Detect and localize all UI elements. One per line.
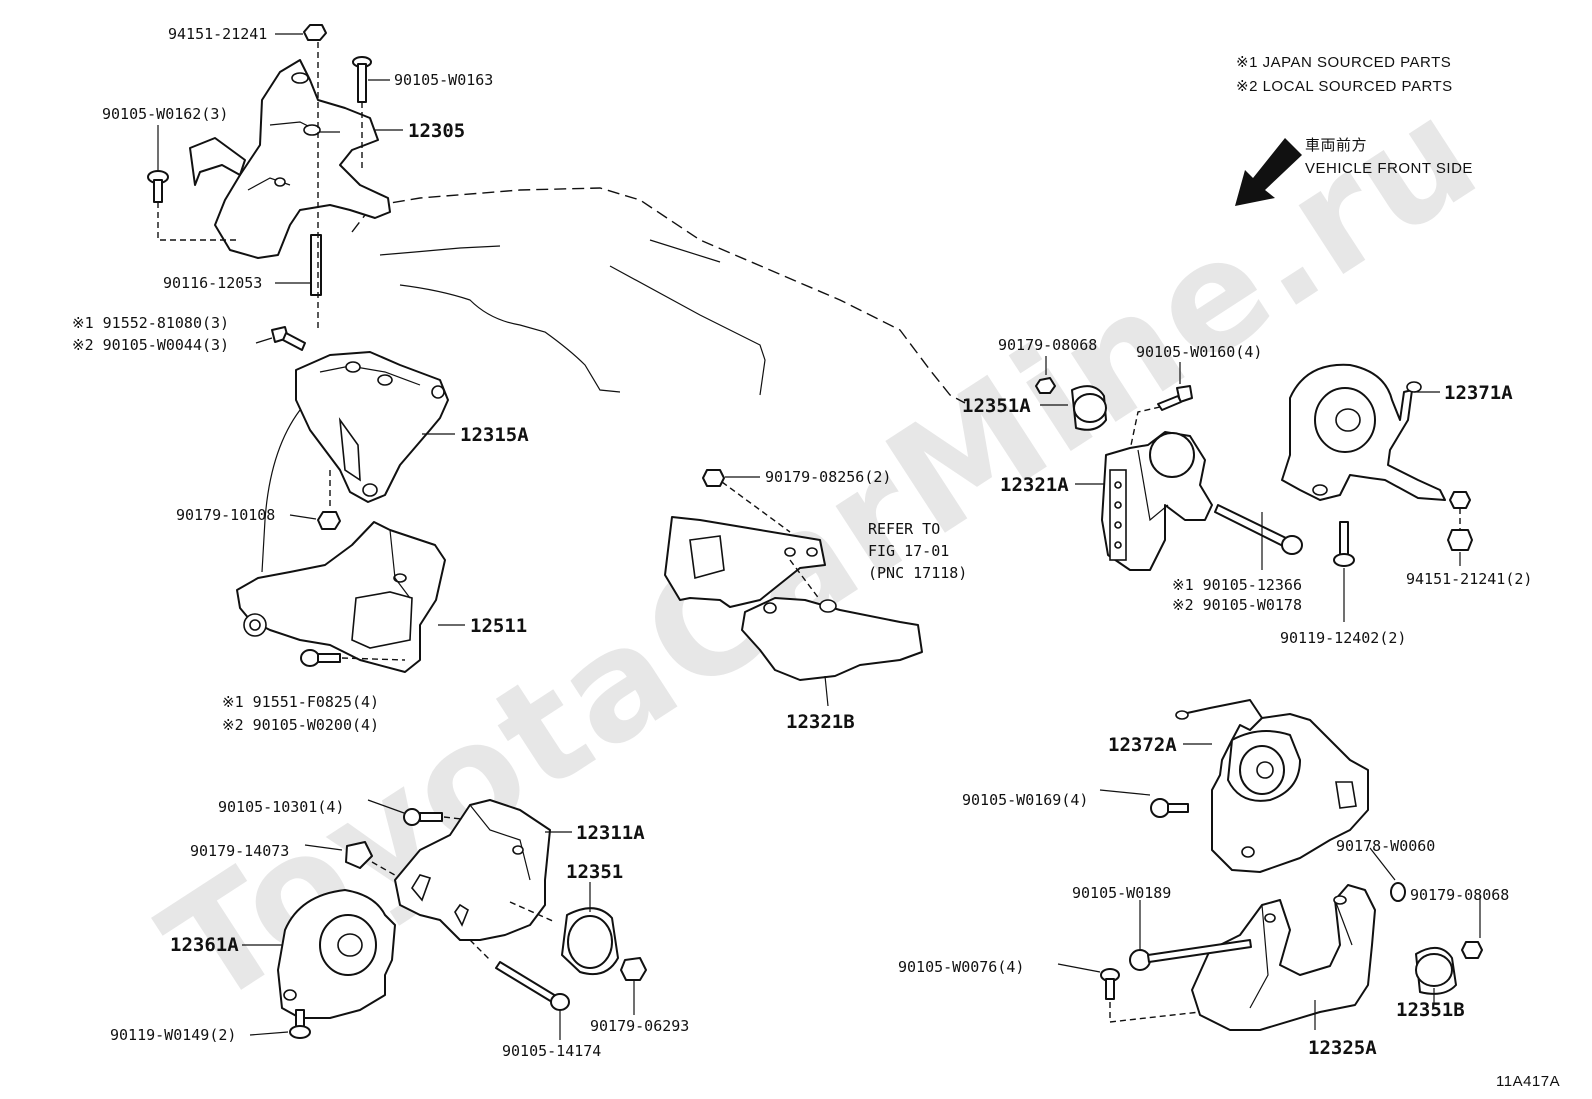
front-label-en: VEHICLE FRONT SIDE bbox=[1305, 160, 1473, 177]
bushing-12351a bbox=[1071, 385, 1107, 431]
bolt-90105-12366 bbox=[1214, 504, 1303, 555]
bracket-12311a bbox=[394, 799, 551, 941]
legend: ※1 JAPAN SOURCED PARTS ※2 LOCAL SOURCED … bbox=[1236, 54, 1473, 177]
label-90119-w0149: 90119-W0149(2) bbox=[110, 1026, 236, 1044]
label-90105-w0169: 90105-W0169(4) bbox=[962, 791, 1088, 809]
nut-94151-right bbox=[1447, 491, 1473, 551]
stud-90119-12402 bbox=[1333, 521, 1355, 567]
leader-lines bbox=[157, 33, 1481, 1040]
nut-90179-10108 bbox=[317, 511, 341, 530]
label-90119-12402: 90119-12402(2) bbox=[1280, 629, 1406, 647]
bracket-12315a bbox=[295, 351, 449, 503]
label-90105-w0044: ※2 90105-W0044(3) bbox=[72, 336, 229, 354]
legend-japan: ※1 JAPAN SOURCED PARTS bbox=[1236, 54, 1451, 71]
label-90105-w0160: 90105-W0160(4) bbox=[1136, 343, 1262, 361]
label-12372a: 12372A bbox=[1108, 734, 1177, 756]
label-90105-w0189: 90105-W0189 bbox=[1072, 884, 1171, 902]
bracket-12511 bbox=[236, 521, 446, 673]
label-90178-w0060: 90178-W0060 bbox=[1336, 837, 1435, 855]
stud-90116-12053 bbox=[310, 234, 322, 296]
label-90116-12053: 90116-12053 bbox=[163, 274, 262, 292]
figure-id: 11A417A bbox=[1496, 1073, 1560, 1090]
bracket-12321b bbox=[664, 516, 923, 681]
label-12321b: 12321B bbox=[786, 711, 855, 733]
label-90105-12366: ※1 90105-12366 bbox=[1172, 576, 1302, 594]
bushing-12351 bbox=[561, 907, 619, 976]
bolt-90105-w0162 bbox=[147, 170, 169, 203]
label-90105-w0200: ※2 90105-W0200(4) bbox=[222, 716, 379, 734]
label-90105-14174: 90105-14174 bbox=[502, 1042, 601, 1060]
refer-line3: (PNC 17118) bbox=[868, 564, 967, 582]
nut-90179-08068-top bbox=[1035, 377, 1056, 394]
label-12305: 12305 bbox=[408, 120, 465, 142]
bracket-12321a bbox=[1101, 431, 1213, 571]
bolt-91551 bbox=[300, 649, 341, 667]
mount-12361a bbox=[277, 889, 396, 1019]
label-12311a: 12311A bbox=[576, 822, 645, 844]
refer-line2: FIG 17-01 bbox=[868, 542, 949, 560]
label-12321a: 12321A bbox=[1000, 474, 1069, 496]
nut-94151-top bbox=[303, 24, 327, 41]
label-90179-08068-top: 90179-08068 bbox=[998, 336, 1097, 354]
bracket-12325a bbox=[1191, 884, 1376, 1031]
label-90179-10108: 90179-10108 bbox=[176, 506, 275, 524]
label-12351: 12351 bbox=[566, 861, 623, 883]
nut-90178-w0060 bbox=[1390, 882, 1406, 902]
bolt-90105-10301 bbox=[403, 808, 443, 826]
mount-12372a bbox=[1175, 699, 1369, 873]
label-94151-top: 94151-21241 bbox=[168, 25, 267, 43]
bolt-90105-w0160 bbox=[1157, 385, 1193, 411]
label-12511: 12511 bbox=[470, 615, 527, 637]
label-94151-right: 94151-21241(2) bbox=[1406, 570, 1532, 588]
nut-90179-08068-bot bbox=[1461, 941, 1483, 959]
label-12315a: 12315A bbox=[460, 424, 529, 446]
mount-12371a bbox=[1281, 363, 1446, 501]
bracket-12305 bbox=[189, 59, 391, 259]
vehicle-front-arrow-icon bbox=[1235, 138, 1302, 206]
legend-local: ※2 LOCAL SOURCED PARTS bbox=[1236, 78, 1453, 95]
part-labels: 94151-21241 90105-W0163 90105-W0162(3) 1… bbox=[72, 25, 1532, 1060]
bolt-90105-w0076 bbox=[1100, 968, 1120, 1000]
label-90105-w0076: 90105-W0076(4) bbox=[898, 958, 1024, 976]
refer-line1: REFER TO bbox=[868, 520, 940, 538]
engine-outline bbox=[351, 187, 966, 404]
label-91551: ※1 91551-F0825(4) bbox=[222, 693, 379, 711]
label-90179-14073: 90179-14073 bbox=[190, 842, 289, 860]
bolt-91552 bbox=[271, 326, 306, 351]
label-91552: ※1 91552-81080(3) bbox=[72, 314, 229, 332]
label-90105-w0162: 90105-W0162(3) bbox=[102, 105, 228, 123]
bolt-90105-w0169 bbox=[1150, 798, 1189, 818]
label-12351b: 12351B bbox=[1396, 999, 1465, 1021]
stud-90119-w0149 bbox=[289, 1009, 311, 1039]
label-90179-08068-bot: 90179-08068 bbox=[1410, 886, 1509, 904]
nut-90179-06293 bbox=[620, 957, 647, 981]
nut-90179-08256 bbox=[702, 469, 725, 487]
label-12325a: 12325A bbox=[1308, 1037, 1377, 1059]
label-90179-08256: 90179-08256(2) bbox=[765, 468, 891, 486]
bushing-12351b bbox=[1415, 947, 1457, 995]
label-90105-10301: 90105-10301(4) bbox=[218, 798, 344, 816]
label-12351a: 12351A bbox=[962, 395, 1031, 417]
bolt-90105-14174 bbox=[495, 961, 570, 1011]
label-90105-w0178: ※2 90105-W0178 bbox=[1172, 596, 1302, 614]
label-12361a: 12361A bbox=[170, 934, 239, 956]
label-90105-w0163: 90105-W0163 bbox=[394, 71, 493, 89]
label-12371a: 12371A bbox=[1444, 382, 1513, 404]
bolt-90105-w0163 bbox=[352, 56, 372, 103]
nut-90179-14073 bbox=[345, 841, 373, 869]
label-90179-06293: 90179-06293 bbox=[590, 1017, 689, 1035]
front-label-jp: 車両前方 bbox=[1305, 137, 1367, 154]
